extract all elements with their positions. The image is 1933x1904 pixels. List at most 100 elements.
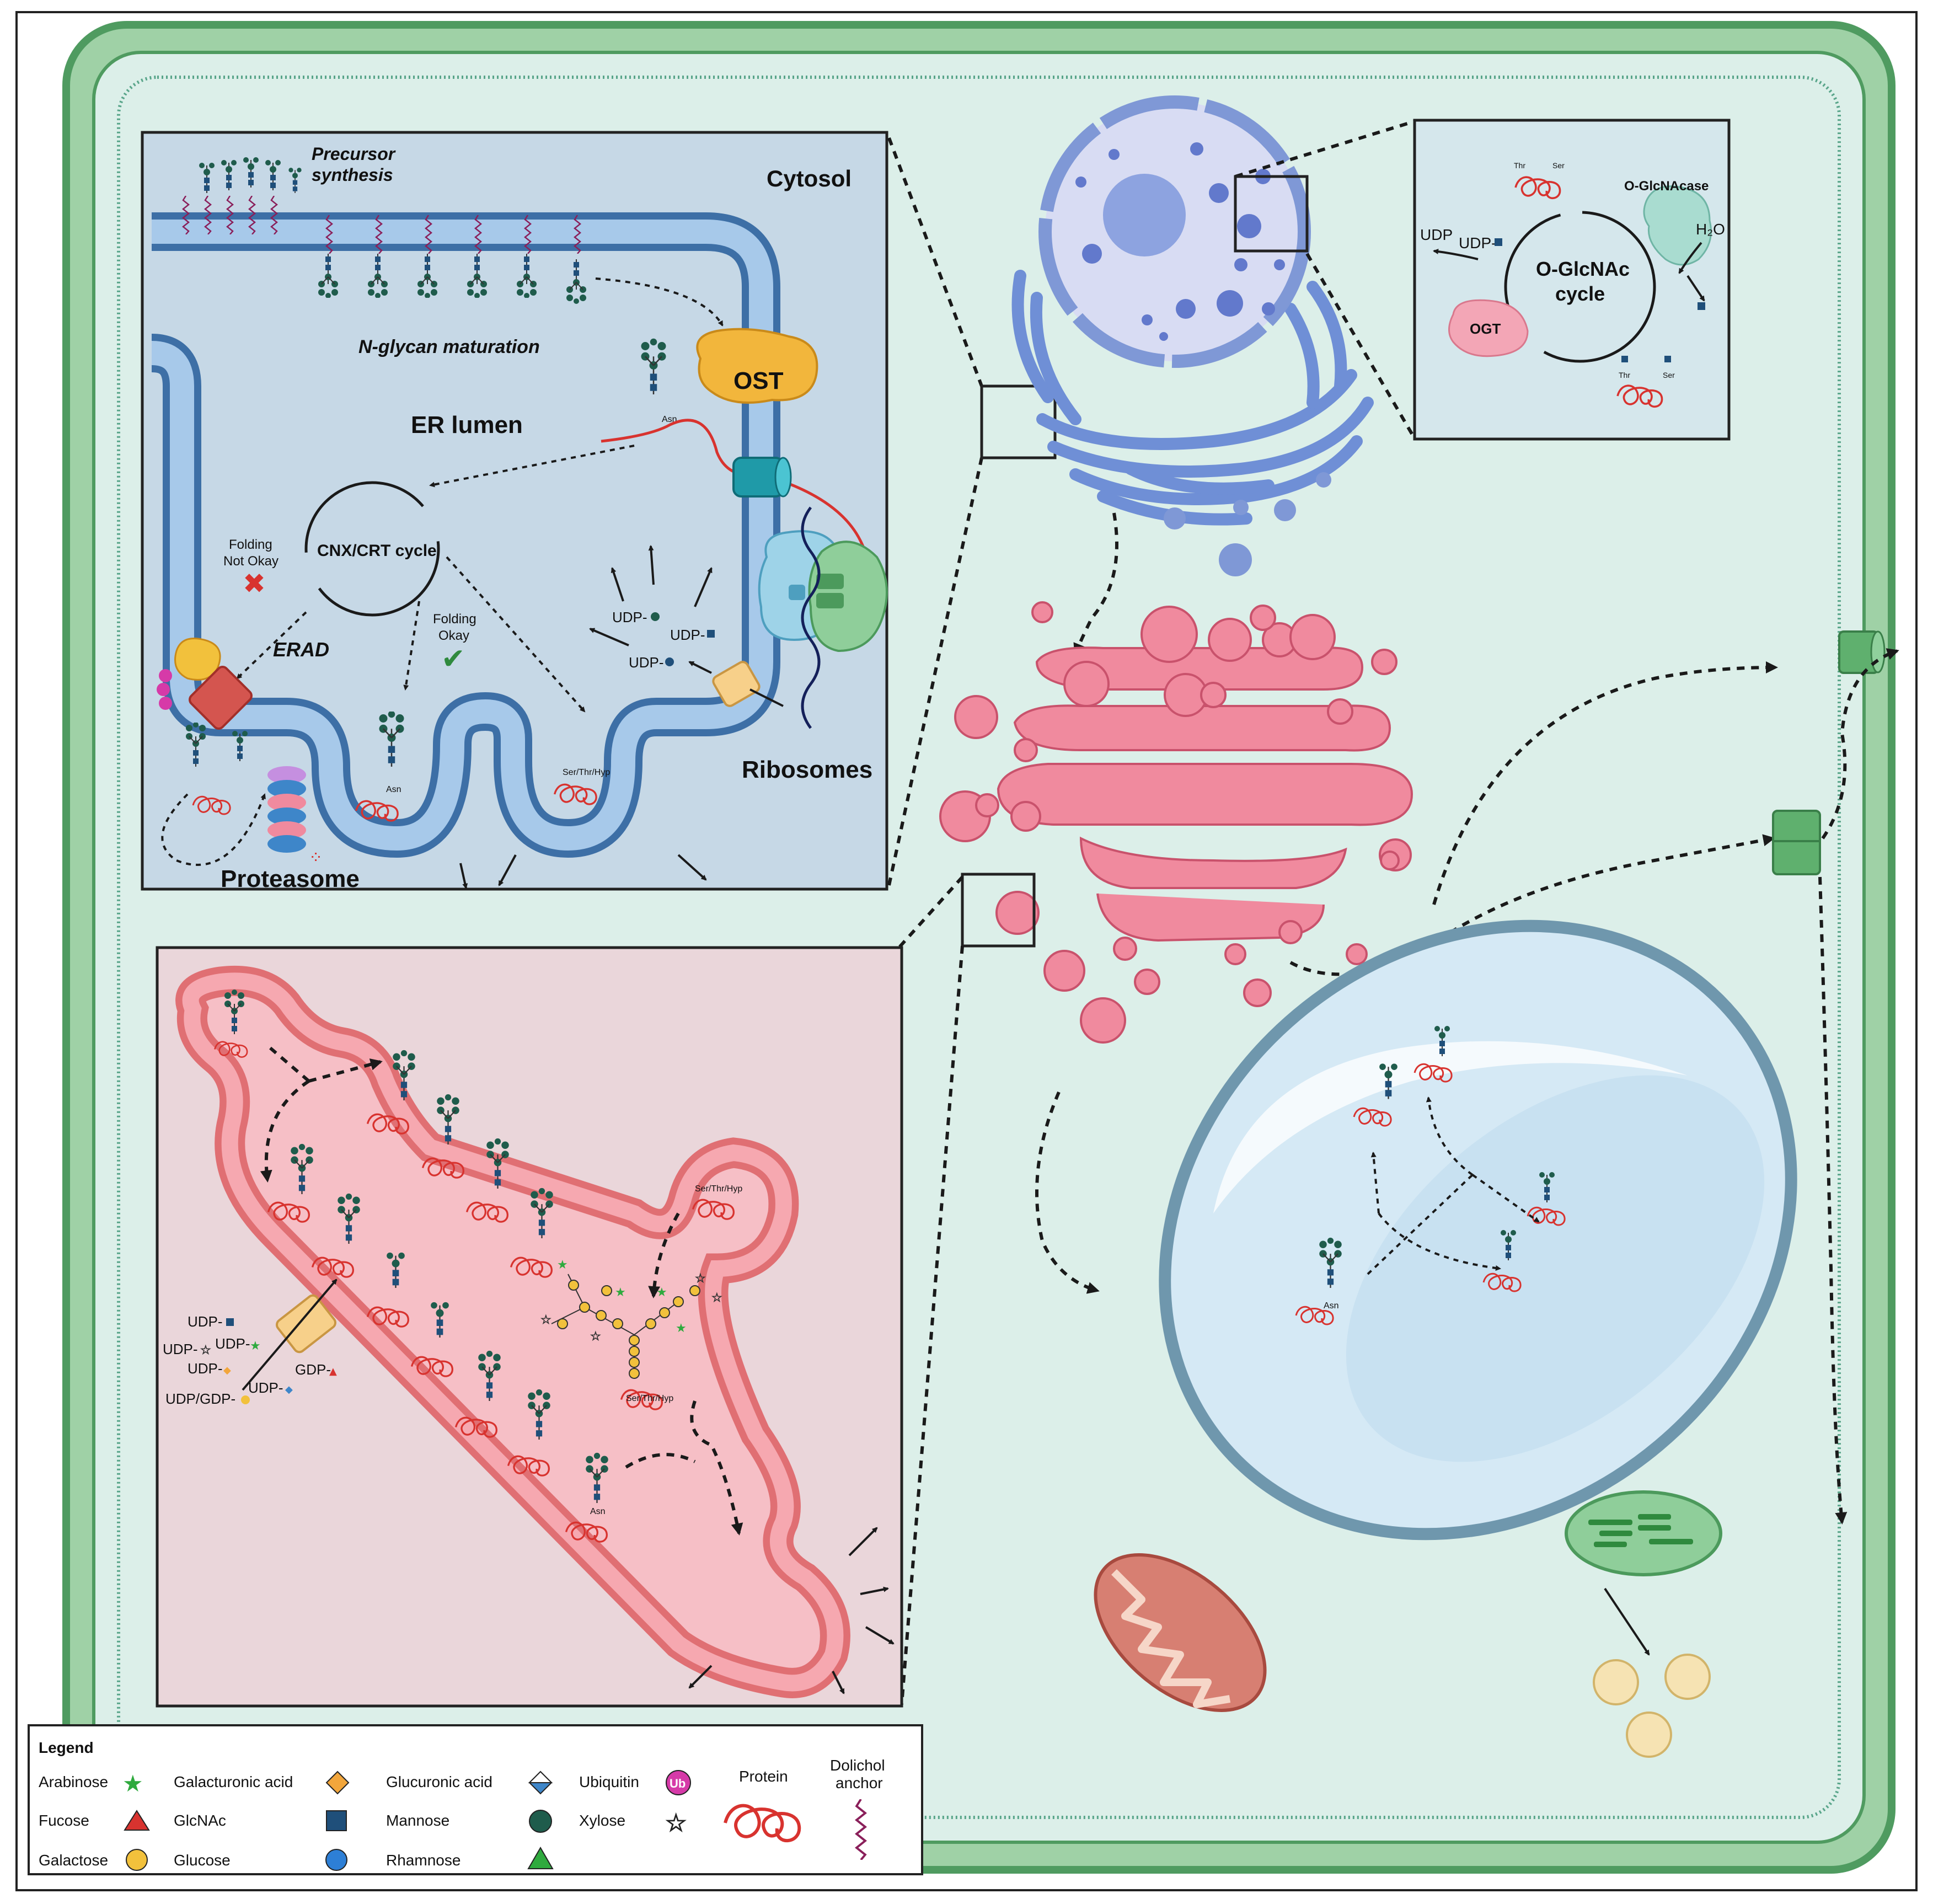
chromatin-spots xyxy=(1075,142,1285,341)
golgi-galactose-icon xyxy=(241,1395,250,1404)
vacuole xyxy=(1159,919,1797,1541)
starch-granules xyxy=(1593,1654,1711,1758)
legend-box xyxy=(28,1724,923,1875)
udp-label: UDP xyxy=(1420,226,1453,243)
legend-arabinose: Arabinose xyxy=(39,1773,108,1790)
pm-channel-lower xyxy=(1772,810,1821,875)
chloroplast xyxy=(1565,1490,1722,1576)
folding-okay-1: Folding xyxy=(433,612,476,627)
ubiquitin-icon xyxy=(666,1770,691,1795)
legend-ubiquitin: Ubiquitin xyxy=(579,1773,639,1790)
glucose-icon xyxy=(325,1849,347,1871)
udp-glcnac-label: UDP- xyxy=(1459,234,1496,252)
o-glcnac-panel-bg xyxy=(1413,119,1731,441)
precursor-synthesis-label-2: synthesis xyxy=(312,165,393,185)
udp-glcnac-golgi: UDP- xyxy=(188,1313,223,1330)
folding-not-okay-2: Not Okay xyxy=(223,554,279,569)
folding-not-okay-1: Folding xyxy=(229,537,272,552)
ubiquitin-icon-label: Ub xyxy=(670,1777,686,1790)
galacturonic-acid-icon xyxy=(325,1771,350,1795)
udp-glucose-label: UDP- xyxy=(629,654,664,671)
mitochondrion xyxy=(1094,1553,1267,1712)
udp-gala-golgi: UDP- xyxy=(188,1360,223,1377)
okay-check-icon: ✔ xyxy=(441,643,465,676)
golgi-fucose-icon: ▲ xyxy=(329,1366,337,1377)
thr-label-1: Thr xyxy=(1514,161,1525,170)
golgi-apparatus xyxy=(939,601,1413,1044)
nglycan-maturation-label: N-glycan maturation xyxy=(358,336,540,357)
erad-channel xyxy=(174,638,253,730)
vacuole-sap xyxy=(1346,1075,1765,1462)
folding-okay-2: Okay xyxy=(438,628,469,643)
oglcnacase-enzyme xyxy=(1643,185,1712,266)
legend-glucose: Glucose xyxy=(174,1852,231,1869)
not-okay-x-icon: ✖ xyxy=(243,568,266,600)
thr-label-2: Thr xyxy=(1619,371,1630,379)
golgi-panel: Asn ★★ ★☆ ☆☆ ★☆ Ser/Thr/Hyp Ser/Thr/Hyp xyxy=(156,946,903,1708)
svg-text:★: ★ xyxy=(656,1286,667,1299)
legend-glcnac: GlcNAc xyxy=(174,1812,226,1829)
legend-galacturonic-acid: Galacturonic acid xyxy=(174,1773,293,1790)
proteasome xyxy=(267,766,306,853)
svg-text:☆: ☆ xyxy=(590,1330,601,1344)
rough-er-sheets xyxy=(1011,270,1374,526)
golgi-arabinose-icon: ★ xyxy=(250,1339,261,1353)
ser-label-1: Ser xyxy=(1552,161,1565,170)
udp-transporter xyxy=(712,661,784,707)
golgi-asn-label: Asn xyxy=(590,1507,606,1516)
udp-glc-label: UDP- xyxy=(612,609,647,625)
legend-fucose: Fucose xyxy=(39,1812,89,1829)
golgi-zoom-box xyxy=(961,873,1036,948)
rhamnose-icon xyxy=(527,1847,554,1869)
udp-glca-golgi: UDP- xyxy=(248,1379,283,1396)
er-lumen-label: ER lumen xyxy=(411,411,523,438)
legend-dolichol: Dolichol xyxy=(830,1757,885,1774)
ser-thr-hyp-er: Ser/Thr/Hyp xyxy=(563,768,610,777)
udp-glcnac-label: UDP- xyxy=(670,627,705,643)
ribosomes-label: Ribosomes xyxy=(742,756,872,783)
legend: Legend Arabinose ★ Fucose Galactose Gala… xyxy=(28,1724,923,1875)
ser-thr-hyp-1: Ser/Thr/Hyp xyxy=(695,1184,742,1194)
ogt-label: OGT xyxy=(1470,320,1501,337)
svg-text:★: ★ xyxy=(676,1322,687,1335)
legend-title: Legend xyxy=(39,1739,94,1756)
cnx-crt-cycle xyxy=(304,481,440,617)
er-panel: Precursor synthesis Cytosol N-glycan mat… xyxy=(141,131,888,892)
o-glcnac-cycle-label-2: cycle xyxy=(1555,282,1605,305)
nucleolus xyxy=(1103,174,1186,256)
udp-glc-icon xyxy=(651,612,660,621)
legend-mannose: Mannose xyxy=(386,1812,449,1829)
o-glcnac-cycle-label-1: O-GlcNAc xyxy=(1536,258,1630,280)
ser-thr-hyp-2: Ser/Thr/Hyp xyxy=(626,1394,673,1403)
legend-rhamnose: Rhamnose xyxy=(386,1852,461,1869)
gdp-fuc-golgi: GDP- xyxy=(295,1361,331,1378)
o-glcnac-icon-1 xyxy=(1621,356,1628,362)
ser-label-2: Ser xyxy=(1663,371,1675,379)
svg-text:★: ★ xyxy=(557,1258,568,1272)
ribosome xyxy=(758,506,888,729)
vacuole-highlight xyxy=(1213,1041,1688,1213)
legend-anchor: anchor xyxy=(836,1774,883,1791)
o-glcnac-icon-2 xyxy=(1664,356,1671,362)
legend-xylose: Xylose xyxy=(579,1812,625,1829)
pm-channel-upper xyxy=(1838,630,1886,674)
oglcnacase-label: O-GlcNAcase xyxy=(1624,179,1709,194)
galactose-icon xyxy=(126,1849,148,1871)
udp-ara-golgi: UDP- xyxy=(215,1335,250,1352)
mrna-strand xyxy=(801,506,821,729)
udp-glcnac-icon xyxy=(1495,238,1502,246)
udp-gdp-gal-golgi: UDP/GDP- xyxy=(165,1390,235,1407)
golgi-glucuronic-icon: ◆ xyxy=(285,1384,293,1395)
svg-text:☆: ☆ xyxy=(540,1313,551,1327)
legend-glucuronic-acid: Glucuronic acid xyxy=(386,1773,492,1790)
asn-label-ost: Asn xyxy=(662,415,677,424)
released-glcnac-icon xyxy=(1698,302,1705,310)
proteasome-label: Proteasome xyxy=(221,865,360,892)
golgi-glcnac-icon xyxy=(226,1318,234,1326)
udp-glucose-icon xyxy=(665,657,674,666)
legend-galactose: Galactose xyxy=(39,1852,108,1869)
plasma-membrane xyxy=(117,76,1841,1819)
o-glcnac-cycle xyxy=(1504,211,1656,363)
legend-protein: Protein xyxy=(739,1768,788,1785)
